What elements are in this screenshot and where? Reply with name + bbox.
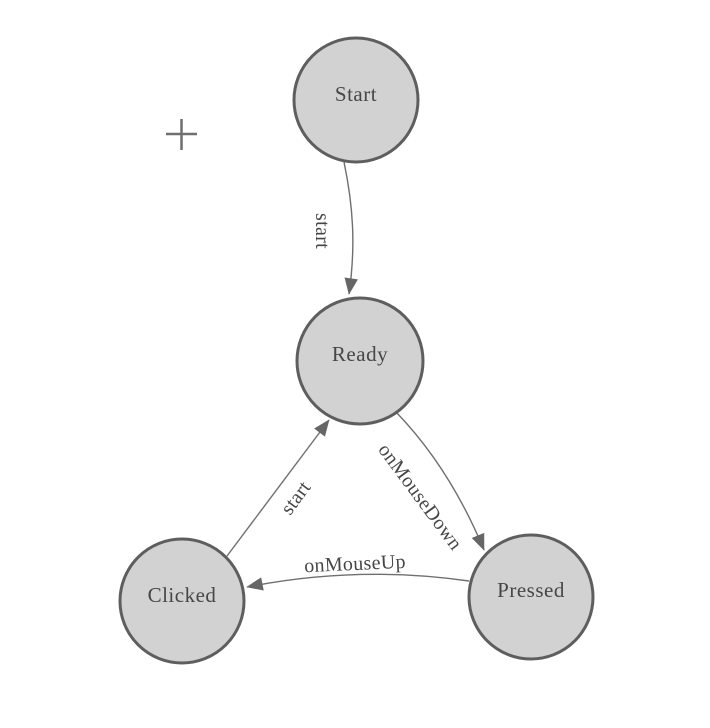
state-node-pressed[interactable]: Pressed bbox=[467, 533, 595, 661]
node-label: Pressed bbox=[497, 578, 565, 602]
state-node-ready[interactable]: Ready bbox=[295, 296, 425, 426]
node-circle bbox=[118, 537, 246, 665]
edge-label: start bbox=[311, 213, 333, 249]
edge-label: onMouseUp bbox=[304, 551, 406, 577]
node-label: Ready bbox=[332, 342, 388, 366]
crosshair-cursor-icon bbox=[166, 119, 197, 150]
state-node-clicked[interactable]: Clicked bbox=[118, 537, 246, 665]
state-node-start[interactable]: Start bbox=[292, 36, 420, 164]
node-circle bbox=[467, 533, 595, 661]
transition-edge-start-to-ready[interactable]: start bbox=[311, 161, 358, 295]
node-label: Clicked bbox=[148, 583, 217, 607]
node-label: Start bbox=[335, 82, 377, 106]
edge-path bbox=[226, 419, 330, 557]
edge-path bbox=[343, 161, 358, 295]
edge-path bbox=[395, 411, 485, 551]
node-circle bbox=[295, 296, 425, 426]
transition-edge-pressed-to-clicked[interactable]: onMouseUp bbox=[246, 551, 470, 591]
edge-path bbox=[246, 573, 470, 591]
node-circle bbox=[292, 36, 420, 164]
